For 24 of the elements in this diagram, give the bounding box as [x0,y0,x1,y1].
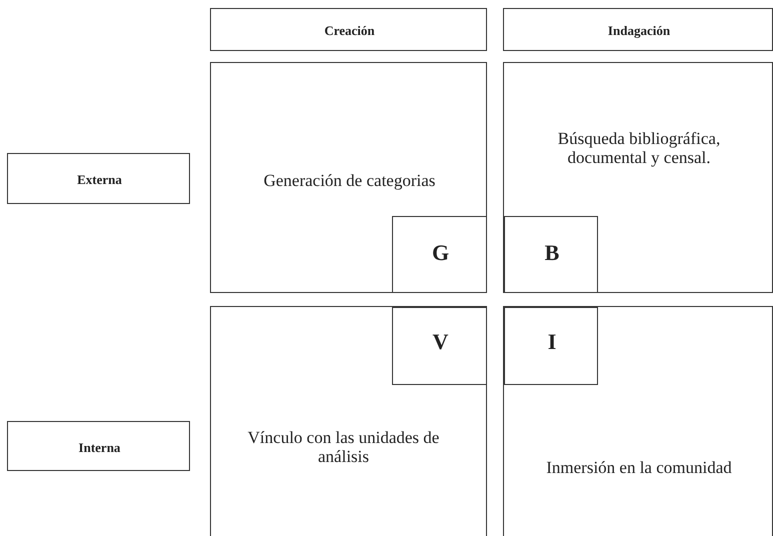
description-text: Inmersión en la comunidad [545,458,733,477]
quadrant-letter [392,307,487,385]
quadrant-letter [504,216,598,293]
header-label: Creación [323,22,376,40]
letter-label: V [432,332,450,351]
description-text: Vínculo con las unidades de análisis [246,428,440,466]
description-text: Búsqueda bibliográfica, documental y censal. [556,129,722,167]
description-text: Generación de categorias [262,171,436,190]
quadrant-panel [503,62,773,293]
letter-label: B [544,243,560,262]
quadrant-letter [504,307,598,385]
letter-label: G [430,243,450,262]
row-header [7,421,190,471]
quadrant-panel [503,306,773,536]
header-label: Interna [78,439,122,457]
letter-label: I [546,332,558,351]
row-header [7,153,190,204]
quadrant-letter [392,216,487,293]
quadrant-panel [210,62,487,293]
header-label: Externa [76,171,123,189]
column-header [503,8,773,51]
column-header [210,8,487,51]
header-label: Indagación [606,22,672,40]
quadrant-panel [210,306,487,536]
